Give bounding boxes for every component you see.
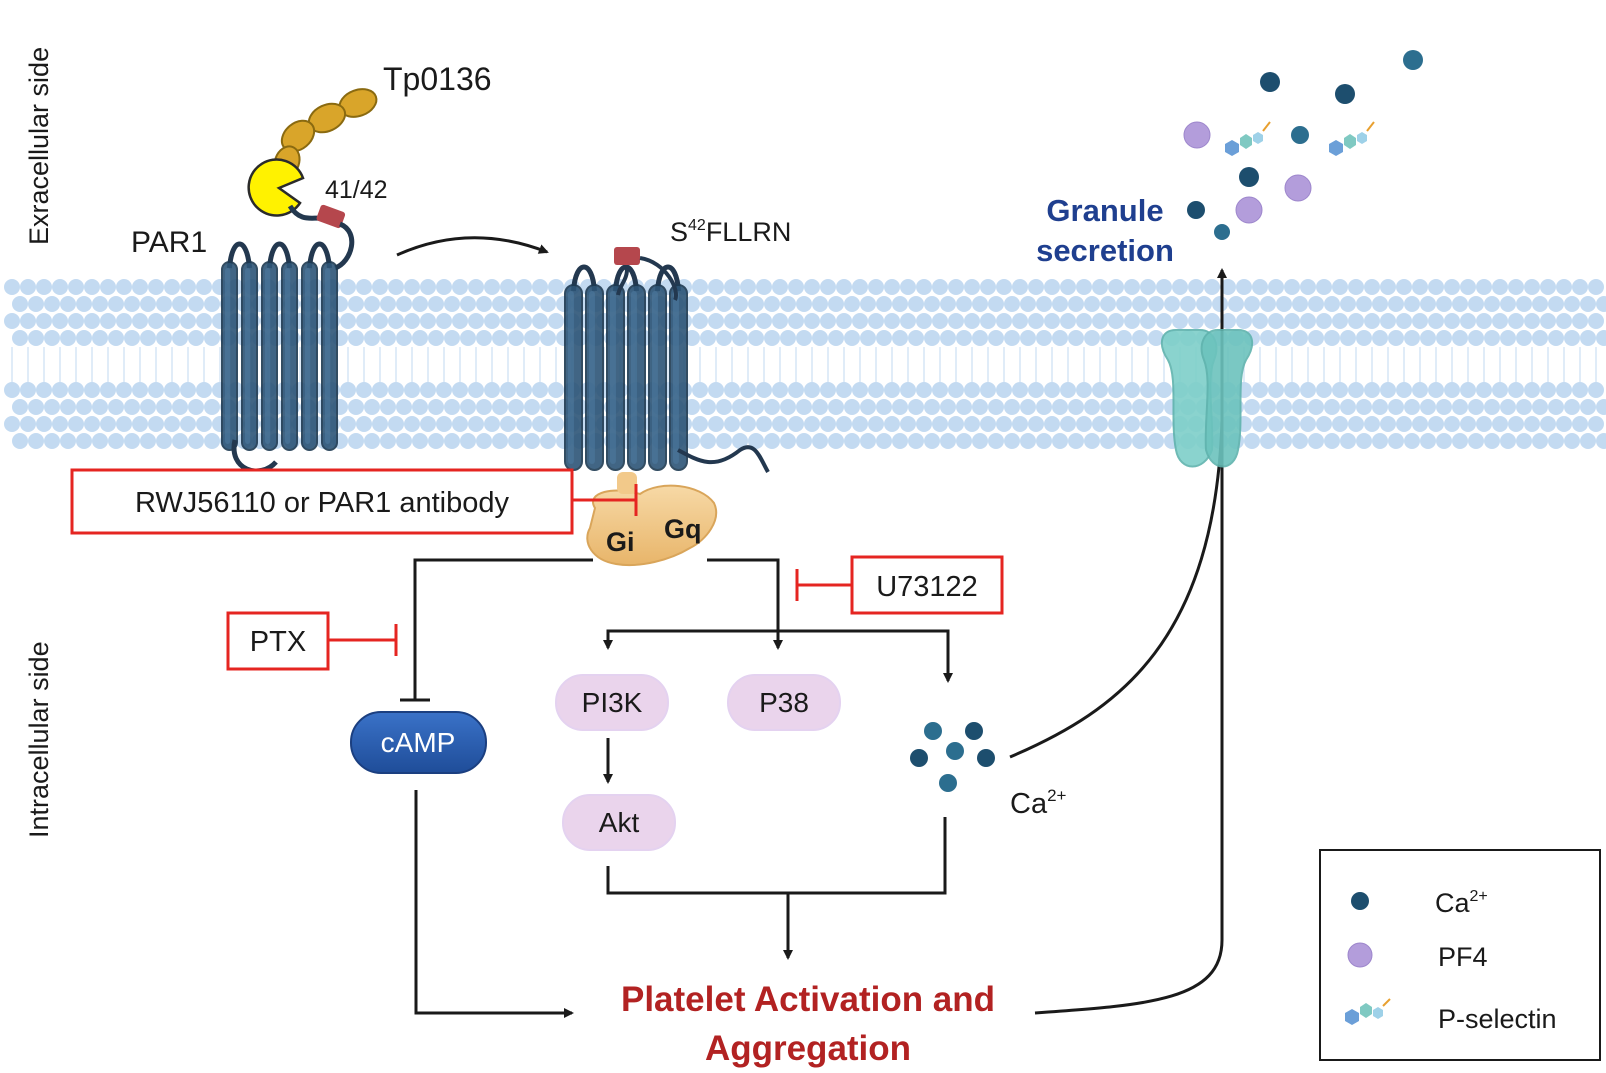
legend-calcium-icon: [1351, 892, 1369, 910]
secreted-granules-icon: [1183, 50, 1423, 240]
par1-receptor-icon: [221, 241, 338, 451]
u73122-inhibitor-box: [850, 555, 1004, 615]
legend-pselectin-icon: [1345, 998, 1391, 1025]
tp0136-label: Tp0136: [383, 61, 492, 97]
camp-label: cAMP: [381, 727, 456, 758]
pathway-connectors: [400, 268, 1227, 1018]
u73122-label: U73122: [876, 571, 978, 603]
granule-secretion-line1: Granule: [1046, 193, 1163, 228]
cleavage-site-label: 41/42: [325, 176, 388, 204]
legend-pf4-label: PF4: [1438, 942, 1488, 972]
legend-calcium-label: Ca2+: [1435, 888, 1488, 918]
pi3k-node: [555, 674, 669, 731]
gq-label: Gq: [664, 514, 702, 544]
ion-channel-icon: [1160, 329, 1254, 468]
calcium-label: Ca2+: [1010, 786, 1067, 820]
extracellular-side-label: Exracellular side: [24, 47, 54, 245]
akt-label: Akt: [599, 807, 640, 838]
outcome-label-line1: Platelet Activation and: [621, 980, 995, 1019]
par1-label: PAR1: [131, 226, 207, 259]
g-protein-complex-icon: [586, 472, 717, 566]
intracellular-side-label: Intracellular side: [24, 641, 54, 838]
gi-label: Gi: [606, 527, 635, 557]
legend-pf4-icon: [1347, 942, 1373, 968]
par1-inhibitor-label: RWJ56110 or PAR1 antibody: [135, 487, 509, 519]
calcium-ions-icon: [910, 722, 995, 792]
activated-par1-receptor-icon: [564, 264, 688, 471]
legend-pselectin-label: P-selectin: [1438, 1004, 1557, 1034]
par1-inhibitor-box: [70, 468, 574, 535]
ptx-inhibitor-box: [226, 611, 330, 671]
tp0136-protein-icon: [247, 88, 378, 217]
pi3k-label: PI3K: [582, 687, 643, 718]
p38-label: P38: [759, 687, 809, 718]
ptx-label: PTX: [250, 626, 306, 658]
granule-secretion-line2: secretion: [1036, 233, 1174, 268]
outcome-label-line2: Aggregation: [705, 1029, 911, 1068]
cleavage-site-marker: [316, 204, 346, 229]
p38-node: [727, 674, 841, 731]
tethered-ligand-label: S42FLLRN: [670, 217, 791, 247]
activation-arrow: [396, 236, 549, 257]
tethered-ligand-marker: [614, 247, 640, 265]
akt-node: [562, 794, 676, 851]
camp-node: [350, 711, 487, 774]
